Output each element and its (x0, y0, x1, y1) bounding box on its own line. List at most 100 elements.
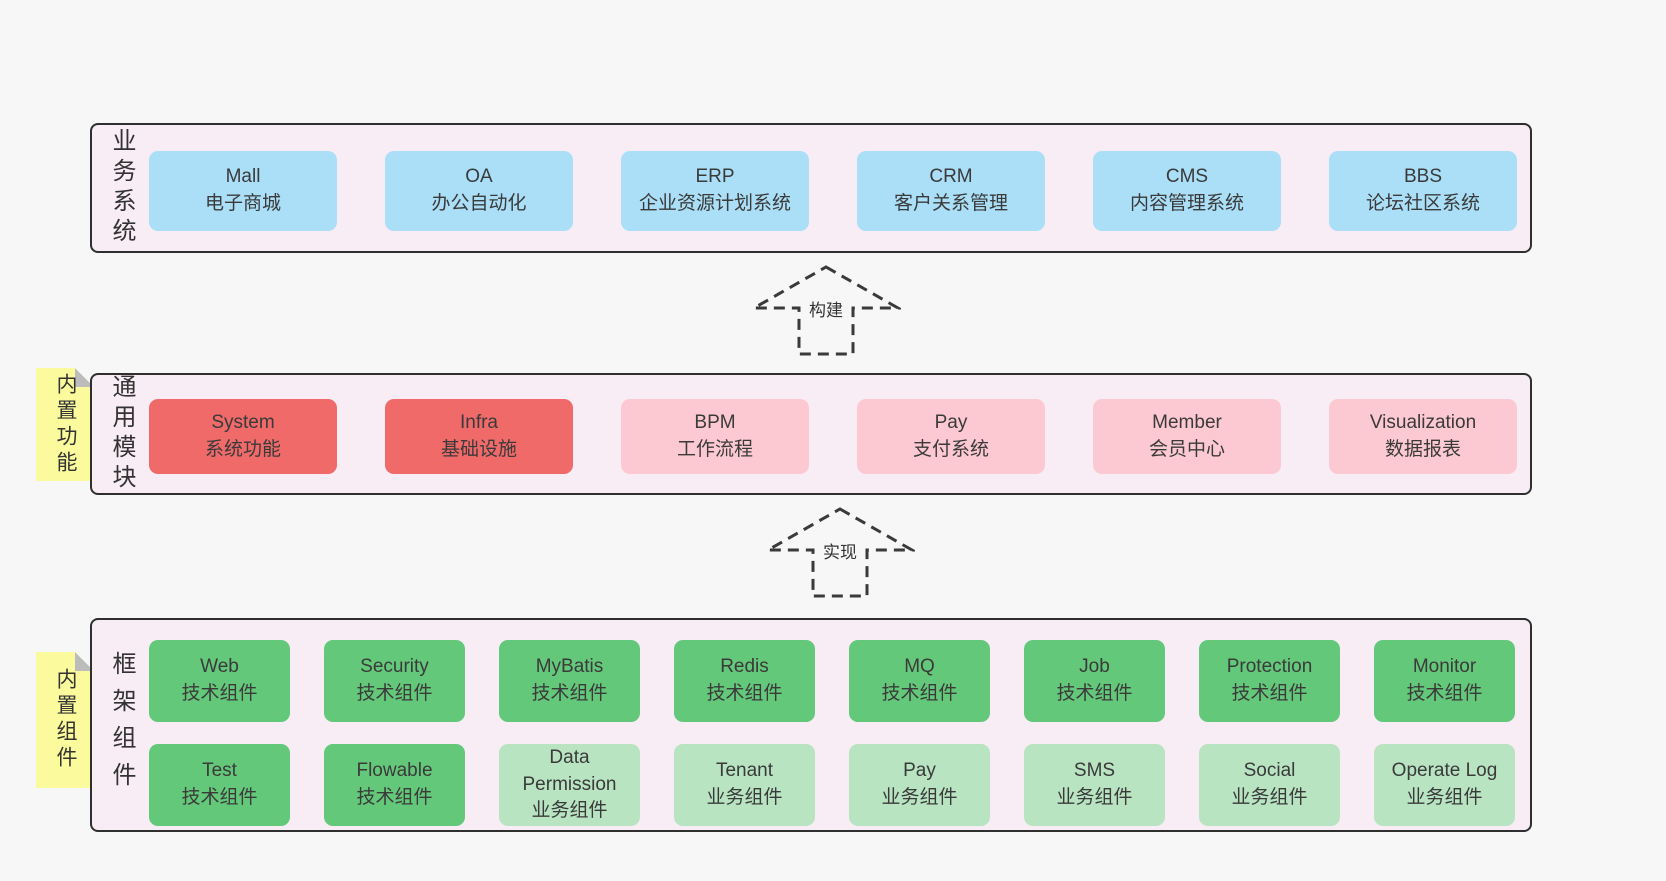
sticky-note-built-in-features: 内置功能 (36, 368, 94, 481)
box-title: Data Permission (522, 746, 617, 795)
box-title: Job (1079, 656, 1110, 678)
box-subtitle: 工作流程 (676, 438, 753, 460)
box-title: MyBatis (535, 656, 604, 678)
box-subtitle: 技术组件 (1056, 683, 1133, 704)
box-subtitle: 基础设施 (440, 438, 517, 460)
box-title: Monitor (1412, 656, 1477, 678)
box-subtitle: 技术组件 (356, 683, 433, 704)
box-bpm: BPM 工作流程 (621, 399, 809, 474)
note-label: 内置功能 (54, 372, 77, 477)
box-title: Test (202, 760, 237, 782)
dashed-up-arrow-build: 构建 (751, 264, 901, 358)
box-operate-log: Operate Log 业务组件 (1374, 744, 1515, 826)
box-web: Web 技术组件 (149, 640, 290, 722)
box-tenant: Tenant 业务组件 (674, 744, 815, 826)
box-subtitle: 会员中心 (1148, 438, 1225, 460)
up-arrow-icon (751, 265, 901, 356)
layer-side-label: 通用模块 (108, 374, 135, 494)
box-title: Pay (903, 760, 936, 782)
box-subtitle: 技术组件 (1406, 683, 1483, 704)
layer-side-label: 框架组件 (108, 651, 135, 799)
box-subtitle: 电子商城 (204, 193, 281, 214)
box-title: Member (1152, 411, 1222, 433)
box-subtitle: 业务组件 (1406, 787, 1483, 808)
box-subtitle: 数据报表 (1384, 438, 1461, 460)
box-subtitle: 支付系统 (912, 438, 989, 460)
box-title: Operate Log (1391, 760, 1498, 782)
box-subtitle: 业务组件 (1056, 787, 1133, 808)
box-subtitle: 论坛社区系统 (1365, 193, 1480, 214)
box-title: Mall (225, 166, 261, 188)
business-box-row: Mall 电子商城 OA 办公自动化 ERP 企业资源计划系统 CRM 客户关系管理 CMS 内容… (149, 151, 1517, 231)
arrow-label-build: 构建 (806, 295, 846, 322)
box-member: Member 会员中心 (1093, 399, 1281, 474)
box-subtitle: 办公自动化 (431, 193, 527, 214)
box-security: Security 技术组件 (324, 640, 465, 722)
box-system: System 系统功能 (149, 399, 337, 474)
box-title: CMS (1165, 166, 1209, 188)
layer-side-label: 业务系统 (108, 128, 135, 248)
box-subtitle: 技术组件 (181, 787, 258, 808)
box-oa: OA 办公自动化 (385, 151, 573, 231)
dashed-up-arrow-implement: 实现 (765, 506, 915, 600)
box-title: Web (200, 656, 239, 678)
box-visualization: Visualization 数据报表 (1329, 399, 1517, 474)
box-subtitle: 技术组件 (531, 683, 608, 704)
box-subtitle: 客户关系管理 (893, 193, 1008, 214)
layer-common-modules: 通用模块 System 系统功能 Infra 基础设施 BPM 工作流程 Pay 支付系统 Me… (90, 373, 1532, 495)
box-title: Tenant (715, 760, 774, 782)
box-infra: Infra 基础设施 (385, 399, 573, 474)
sticky-note-built-in-components: 内置组件 (36, 652, 94, 788)
box-title: Redis (720, 656, 769, 678)
box-subtitle: 内容管理系统 (1129, 193, 1244, 214)
box-subtitle: 技术组件 (881, 683, 958, 704)
box-subtitle: 系统功能 (204, 438, 281, 460)
box-mq: MQ 技术组件 (849, 640, 990, 722)
box-redis: Redis 技术组件 (674, 640, 815, 722)
up-arrow-icon (765, 507, 915, 598)
box-title: MQ (904, 656, 935, 678)
box-subtitle: 业务组件 (706, 787, 783, 808)
box-pay: Pay 业务组件 (849, 744, 990, 826)
layer-business-systems: 业务系统 Mall 电子商城 OA 办公自动化 ERP 企业资源计划系统 CRM 客户关系管理… (90, 123, 1532, 253)
box-mall: Mall 电子商城 (149, 151, 337, 231)
box-subtitle: 技术组件 (1231, 683, 1308, 704)
box-protection: Protection 技术组件 (1199, 640, 1340, 722)
box-erp: ERP 企业资源计划系统 (621, 151, 809, 231)
box-title: Infra (459, 411, 499, 433)
box-sms: SMS 业务组件 (1024, 744, 1165, 826)
box-title: SMS (1073, 760, 1116, 782)
box-job: Job 技术组件 (1024, 640, 1165, 722)
box-title: Visualization (1369, 411, 1477, 433)
box-subtitle: 技术组件 (181, 683, 258, 704)
box-title: ERP (695, 166, 735, 188)
box-title: CRM (929, 166, 973, 188)
box-title: Pay (934, 411, 968, 433)
box-monitor: Monitor 技术组件 (1374, 640, 1515, 722)
box-pay: Pay 支付系统 (857, 399, 1045, 474)
box-subtitle: 技术组件 (706, 683, 783, 704)
box-title: BPM (694, 411, 736, 433)
box-mybatis: MyBatis 技术组件 (499, 640, 640, 722)
box-title: BBS (1403, 166, 1443, 188)
box-subtitle: 业务组件 (1231, 787, 1308, 808)
box-subtitle: 企业资源计划系统 (638, 193, 791, 214)
box-title: Security (360, 656, 429, 678)
box-data-permission: Data Permission 业务组件 (499, 744, 640, 826)
box-crm: CRM 客户关系管理 (857, 151, 1045, 231)
box-title: System (211, 411, 275, 433)
arrow-label-implement: 实现 (820, 537, 860, 564)
box-title: Protection (1226, 656, 1313, 678)
box-title: OA (465, 166, 493, 188)
box-subtitle: 业务组件 (881, 787, 958, 808)
box-subtitle: 业务组件 (531, 800, 608, 822)
box-test: Test 技术组件 (149, 744, 290, 826)
box-title: Flowable (356, 760, 433, 782)
box-bbs: BBS 论坛社区系统 (1329, 151, 1517, 231)
